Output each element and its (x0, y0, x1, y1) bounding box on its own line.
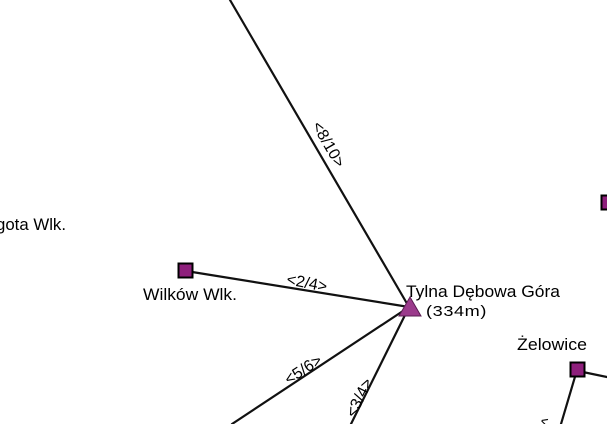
station-square-icon[interactable] (179, 264, 193, 278)
place-label-peak: Tylna Dębowa Góra (406, 282, 561, 301)
station-square-icon[interactable] (571, 363, 585, 377)
place-label-wilkow: Wilków Wlk. (143, 285, 237, 304)
peak-elevation: (334m) (426, 303, 487, 320)
station-square-icon[interactable] (602, 196, 607, 210)
place-label-zelowice: Żelowice (517, 335, 587, 354)
place-label-partial-left: gota Wlk. (0, 215, 66, 234)
